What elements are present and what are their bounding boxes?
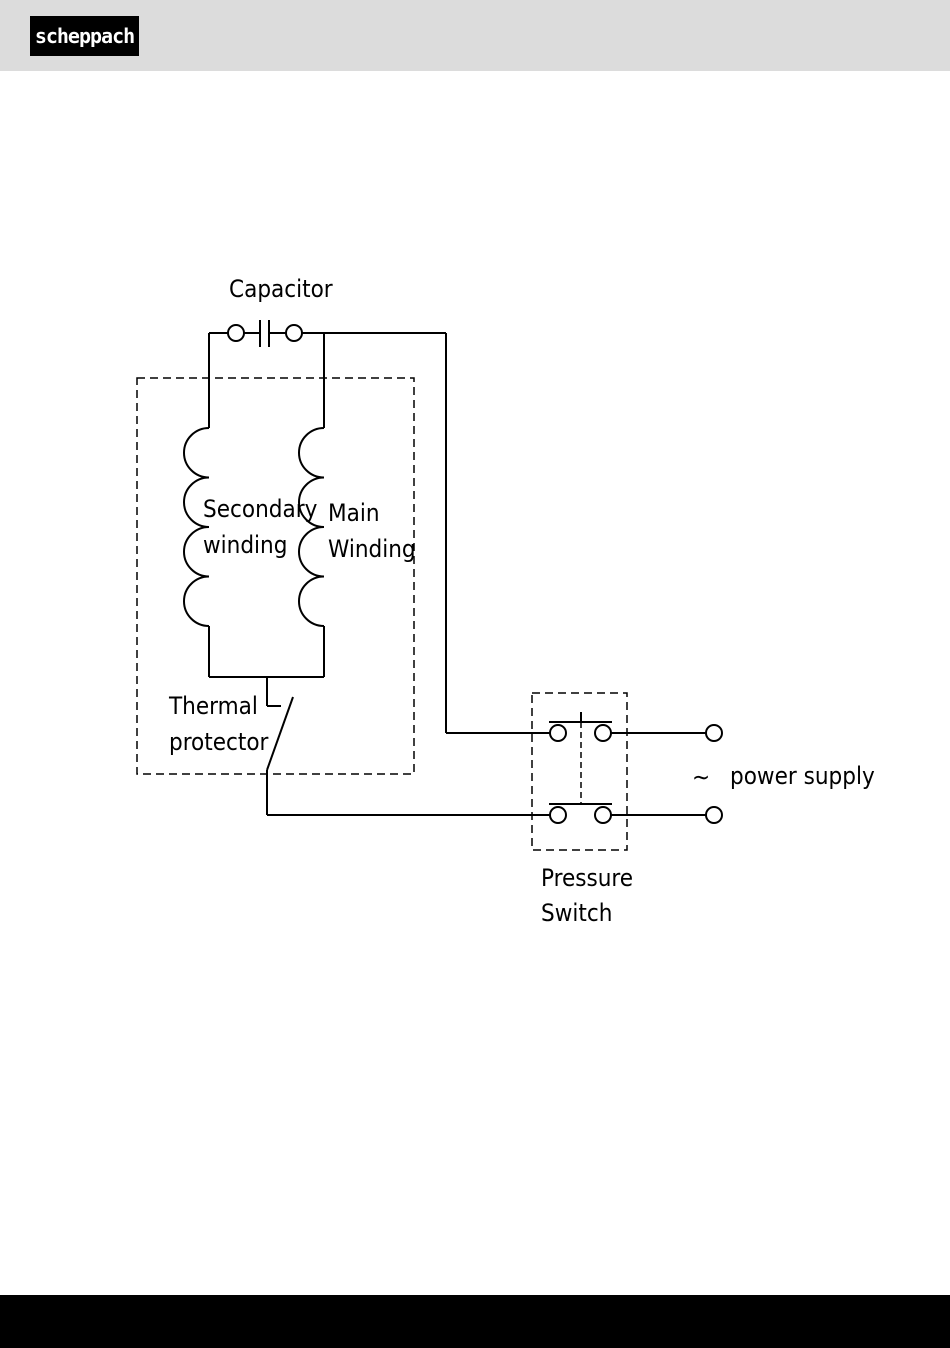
- secondary-winding-label-1: Secondary: [203, 495, 318, 523]
- thermal-protector-switch: [267, 677, 293, 815]
- page-footer: [0, 1295, 950, 1348]
- power-supply-label: power supply: [730, 762, 875, 790]
- thermal-protector-label-1: Thermal: [168, 692, 258, 720]
- main-winding-label-1: Main: [328, 499, 380, 527]
- thermal-protector-label-2: protector: [169, 728, 269, 756]
- capacitor-label: Capacitor: [229, 275, 333, 303]
- secondary-winding-label-2: winding: [203, 531, 287, 559]
- capacitor-symbol: [209, 320, 446, 347]
- ac-symbol: ∼: [692, 763, 710, 791]
- pressure-switch: [532, 693, 627, 850]
- pressure-switch-label-1: Pressure: [541, 864, 633, 892]
- pressure-switch-label-2: Switch: [541, 899, 612, 927]
- main-winding-label-2: Winding: [328, 535, 416, 563]
